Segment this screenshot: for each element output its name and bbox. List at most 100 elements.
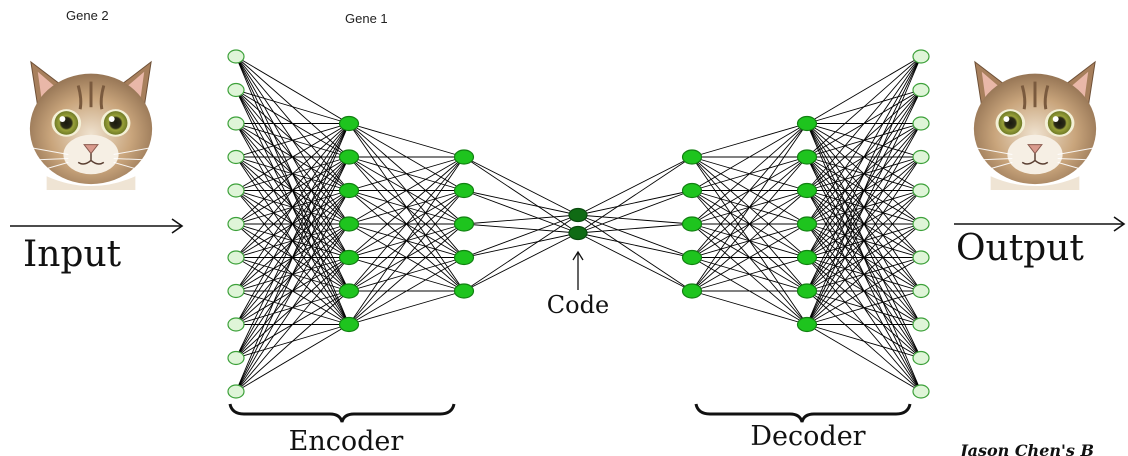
network-edge [806, 89, 922, 325]
output-layer-node [912, 283, 930, 299]
code-arrow [572, 250, 584, 290]
hidden-layer-node [681, 182, 703, 199]
output-layer-node [912, 149, 930, 165]
network-edge [463, 214, 579, 258]
network-edge [577, 214, 693, 292]
output-layer-node [912, 183, 930, 198]
network-edge [691, 123, 808, 258]
network-edge [235, 123, 350, 325]
hidden-layer-node [338, 115, 360, 132]
output-layer-node [912, 317, 930, 332]
hidden-layer-node [453, 249, 475, 266]
network-edges [235, 56, 922, 392]
network-edge [235, 257, 350, 392]
network-edge [235, 123, 350, 158]
network-edge [806, 56, 922, 124]
network-edge [235, 56, 350, 124]
network-edge [235, 123, 350, 225]
hidden-layer-node [453, 283, 475, 299]
hidden-layer-node [681, 149, 703, 165]
network-edge [348, 190, 465, 325]
network-edge [691, 123, 808, 191]
network-edge [235, 290, 350, 392]
network-edge [463, 190, 579, 216]
encoder-label: Encoder [289, 426, 404, 456]
network-edge [348, 156, 465, 292]
hidden-layer-node [796, 249, 818, 266]
output-layer-node [912, 116, 930, 131]
network-edge [691, 290, 808, 325]
hidden-layer-node [453, 149, 475, 165]
network-edge [806, 56, 922, 258]
network-nodes [227, 49, 930, 399]
input-layer-node [227, 82, 245, 98]
hidden-layer-node [681, 216, 703, 232]
network-edge [463, 232, 579, 292]
hidden-layer-node [338, 149, 360, 165]
decoder-brace [694, 403, 912, 423]
network-edge [806, 257, 922, 325]
input-arrow [10, 218, 184, 234]
network-edge [235, 190, 350, 392]
input-layer-node [227, 250, 245, 265]
network-edge [806, 190, 922, 325]
network-edge [691, 123, 808, 225]
hidden-layer-node [453, 216, 475, 232]
hidden-layer-node [338, 216, 360, 232]
network-edge [691, 123, 808, 158]
network-edge [577, 214, 693, 225]
output-layer-node [912, 350, 930, 366]
decoder-label: Decoder [750, 421, 865, 452]
code-layer-node [568, 207, 588, 223]
network-edge [235, 123, 350, 392]
input-layer-node [227, 350, 245, 366]
network-edge [806, 56, 922, 225]
network-edge [806, 56, 922, 191]
hidden-layer-node [453, 182, 475, 199]
hidden-layer-node [796, 182, 818, 199]
network-edge [348, 290, 465, 325]
input-layer-node [227, 216, 245, 232]
network-edge [235, 89, 350, 124]
output-arrow [954, 216, 1126, 232]
network-edge [235, 123, 350, 359]
network-edge [235, 123, 350, 191]
input-layer-node [227, 384, 245, 399]
network-edge [577, 232, 693, 258]
network-edge [691, 223, 808, 292]
hidden-layer-node [796, 115, 818, 132]
output-cat-image [965, 60, 1105, 190]
network-edge [235, 156, 350, 392]
code-label: Code [547, 291, 609, 319]
input-layer-node [227, 116, 245, 131]
network-edge [577, 190, 693, 216]
network-edge [806, 123, 922, 325]
network-edge [463, 156, 579, 216]
network-edge [806, 324, 922, 392]
network-edge [235, 123, 350, 292]
network-edge [235, 324, 350, 392]
input-layer-node [227, 283, 245, 299]
network-edge [348, 156, 465, 258]
network-edge [348, 223, 465, 325]
network-edge [463, 156, 579, 234]
hidden-layer-node [338, 283, 360, 299]
input-layer-node [227, 183, 245, 198]
network-edge [348, 156, 465, 225]
input-layer-node [227, 317, 245, 332]
hidden-layer-node [681, 283, 703, 299]
input-layer-node [227, 49, 245, 64]
hidden-layer-node [796, 283, 818, 299]
gene-1-label: Gene 1 [345, 11, 388, 26]
hidden-layer-node [796, 149, 818, 165]
code-layer-node [568, 225, 588, 241]
network-edge [691, 123, 808, 292]
output-label: Output [956, 228, 1084, 269]
network-edge [691, 257, 808, 292]
input-label: Input [23, 234, 122, 275]
input-cat-image [21, 60, 161, 190]
output-layer-node [912, 49, 930, 64]
network-edge [463, 190, 579, 234]
